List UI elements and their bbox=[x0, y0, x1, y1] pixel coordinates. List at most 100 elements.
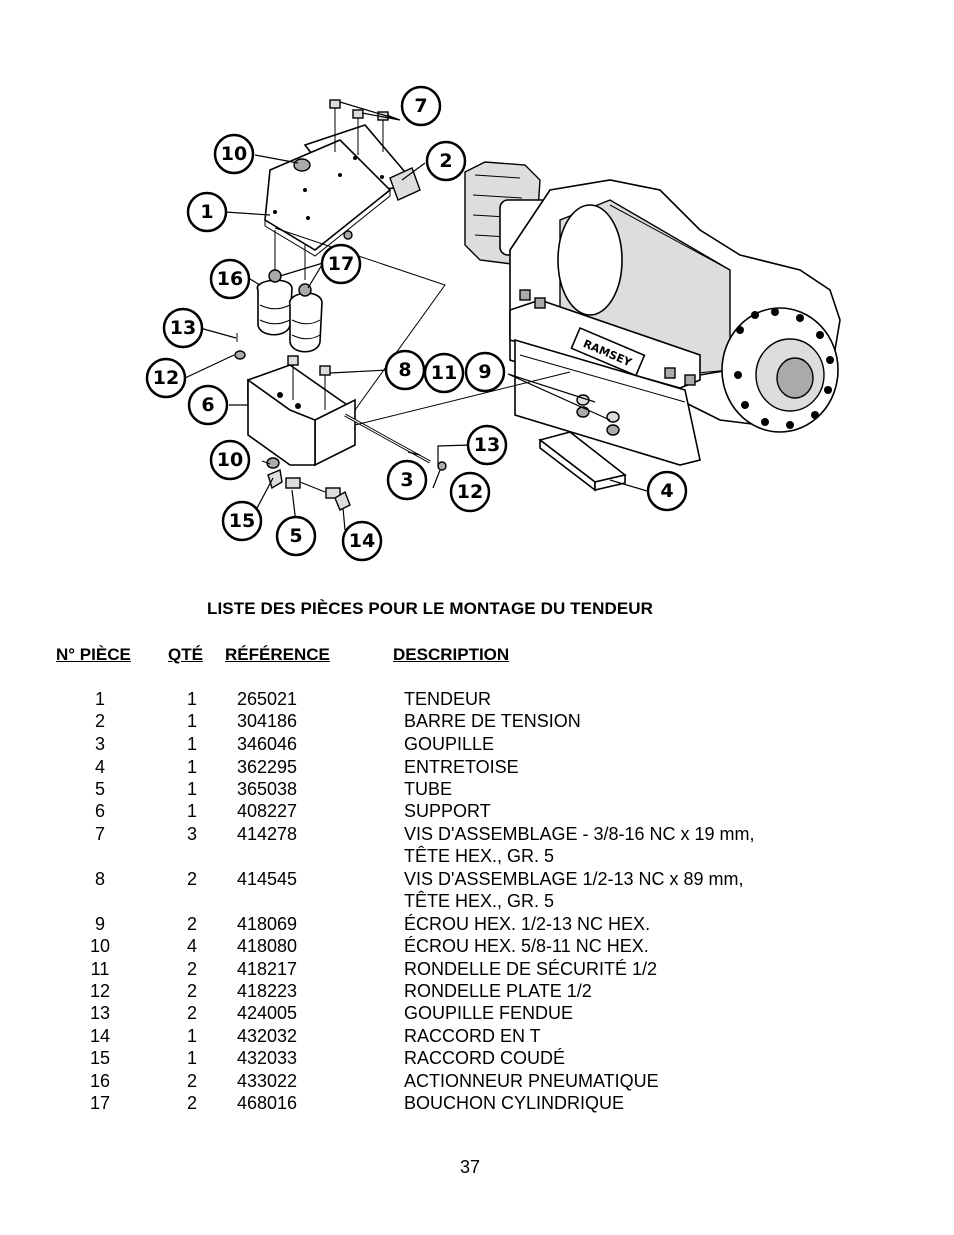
callout-13-left: 13 bbox=[162, 307, 204, 349]
callout-14: 14 bbox=[341, 520, 383, 562]
description-cell: ENTRETOISE bbox=[404, 757, 519, 777]
callout-11: 11 bbox=[423, 352, 465, 394]
reference-cell: 365038 bbox=[237, 779, 298, 799]
part-number-cell: 9 bbox=[94, 914, 105, 934]
reference-cell: 346046 bbox=[237, 734, 298, 754]
callout-4: 4 bbox=[646, 470, 688, 512]
quantity-cell: 1 bbox=[186, 1048, 197, 1068]
description-cell: BARRE DE TENSION bbox=[404, 711, 581, 731]
svg-text:15: 15 bbox=[229, 510, 255, 532]
svg-text:10: 10 bbox=[221, 143, 247, 165]
header-part-number: N° PIÈCE bbox=[56, 645, 131, 664]
svg-text:9: 9 bbox=[478, 361, 491, 383]
description-cell: RACCORD COUDÉ bbox=[404, 1048, 566, 1068]
quantity-cell: 3 bbox=[186, 824, 197, 844]
callout-9: 9 bbox=[464, 351, 506, 393]
callout-10-bottom: 10 bbox=[209, 439, 251, 481]
table-row: 12 2 418223 RONDELLE PLATE 1/2 bbox=[0, 981, 954, 1003]
part-number-cell: 3 bbox=[94, 734, 105, 754]
description-cell: TUBE bbox=[404, 779, 453, 799]
part-number-cell: 6 bbox=[94, 801, 105, 821]
callout-3: 3 bbox=[386, 459, 428, 501]
callout-15: 15 bbox=[221, 500, 263, 542]
quantity-cell: 1 bbox=[186, 711, 197, 731]
svg-text:13: 13 bbox=[170, 317, 196, 339]
reference-cell: 468016 bbox=[237, 1093, 298, 1113]
table-row: TÊTE HEX., GR. 5 bbox=[0, 846, 954, 868]
quantity-cell: 2 bbox=[186, 1093, 197, 1113]
description-cell: TENDEUR bbox=[404, 689, 492, 709]
exploded-assembly-diagram: RAMSEY bbox=[145, 85, 841, 562]
reference-cell: 414545 bbox=[237, 869, 298, 889]
svg-text:8: 8 bbox=[398, 359, 411, 381]
svg-text:13: 13 bbox=[474, 434, 500, 456]
part-number-cell: 10 bbox=[89, 936, 111, 956]
svg-text:17: 17 bbox=[328, 253, 354, 275]
quantity-cell: 2 bbox=[186, 1071, 197, 1091]
part-number-cell: 1 bbox=[94, 689, 105, 709]
svg-text:1: 1 bbox=[200, 201, 213, 223]
page-number: 37 bbox=[459, 1157, 481, 1177]
quantity-cell: 2 bbox=[186, 959, 197, 979]
parts-list-title: LISTE DES PIÈCES POUR LE MONTAGE DU TEND… bbox=[206, 599, 654, 618]
reference-cell: 265021 bbox=[237, 689, 298, 709]
reference-cell: 408227 bbox=[237, 801, 298, 821]
reference-cell: 418080 bbox=[237, 936, 298, 956]
callout-10-top: 10 bbox=[213, 133, 255, 175]
reference-cell: 414278 bbox=[237, 824, 298, 844]
quantity-cell: 2 bbox=[186, 981, 197, 1001]
description-cell: VIS D'ASSEMBLAGE 1/2-13 NC x 89 mm, bbox=[404, 869, 744, 889]
callout-2: 2 bbox=[425, 140, 467, 182]
callout-1: 1 bbox=[186, 191, 228, 233]
reference-cell: 424005 bbox=[237, 1003, 298, 1023]
reference-cell: 433022 bbox=[237, 1071, 298, 1091]
winch-drawing: RAMSEY bbox=[464, 161, 841, 466]
description-cell: SUPPORT bbox=[404, 801, 491, 821]
quantity-cell: 1 bbox=[186, 801, 197, 821]
description-cell: ACTIONNEUR PNEUMATIQUE bbox=[404, 1071, 659, 1091]
reference-cell: 362295 bbox=[237, 757, 298, 777]
table-row: 16 2 433022 ACTIONNEUR PNEUMATIQUE bbox=[0, 1071, 954, 1093]
quantity-cell: 2 bbox=[186, 914, 197, 934]
svg-text:7: 7 bbox=[414, 95, 427, 117]
svg-text:6: 6 bbox=[201, 394, 214, 416]
callout-12-left: 12 bbox=[145, 357, 187, 399]
reference-cell: 418223 bbox=[237, 981, 298, 1001]
quantity-cell: 4 bbox=[186, 936, 197, 956]
table-row: TÊTE HEX., GR. 5 bbox=[0, 891, 954, 913]
description-cell: RONDELLE PLATE 1/2 bbox=[404, 981, 592, 1001]
callout-12-right: 12 bbox=[449, 471, 491, 513]
part-number-cell: 12 bbox=[89, 981, 111, 1001]
description-cell: ÉCROU HEX. 1/2-13 NC HEX. bbox=[404, 914, 651, 934]
description-cell: TÊTE HEX., GR. 5 bbox=[404, 846, 555, 866]
callout-8: 8 bbox=[384, 349, 426, 391]
svg-text:16: 16 bbox=[217, 268, 243, 290]
svg-text:4: 4 bbox=[660, 480, 673, 502]
header-quantity: QTÉ bbox=[168, 645, 203, 664]
svg-text:5: 5 bbox=[289, 525, 302, 547]
callout-7: 7 bbox=[400, 85, 442, 127]
header-reference: RÉFÉRENCE bbox=[225, 645, 330, 664]
part-number-cell: 2 bbox=[94, 711, 105, 731]
callout-16: 16 bbox=[209, 258, 251, 300]
reference-cell: 418069 bbox=[237, 914, 298, 934]
svg-text:10: 10 bbox=[217, 449, 243, 471]
description-cell: BOUCHON CYLINDRIQUE bbox=[404, 1093, 625, 1113]
part-number-cell: 13 bbox=[89, 1003, 111, 1023]
quantity-cell: 1 bbox=[186, 1026, 197, 1046]
callout-13-right: 13 bbox=[466, 424, 508, 466]
svg-text:2: 2 bbox=[439, 150, 452, 172]
svg-text:3: 3 bbox=[400, 469, 413, 491]
table-row: 9 2 418069 ÉCROU HEX. 1/2-13 NC HEX. bbox=[0, 914, 954, 936]
part-number-cell: 16 bbox=[89, 1071, 111, 1091]
tensioner-drawing bbox=[234, 99, 627, 511]
